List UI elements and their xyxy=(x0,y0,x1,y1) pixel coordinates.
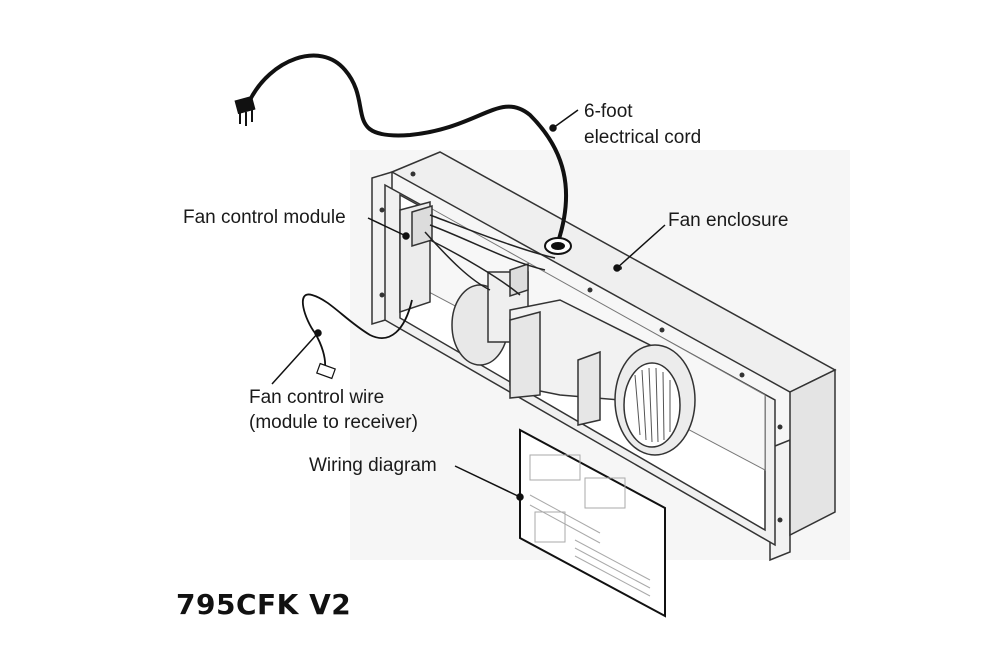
fan-control-module-label: Fan control module xyxy=(183,207,346,228)
fan-control-wire xyxy=(302,293,413,369)
electrical-cord xyxy=(248,53,569,244)
enclosure-side xyxy=(789,368,836,537)
leader-lines xyxy=(271,109,666,501)
blower-fan-icon xyxy=(451,262,696,456)
cord-label-line2: electrical cord xyxy=(584,127,702,148)
cord-grommet-icon xyxy=(544,237,572,255)
wiring-diagram-card xyxy=(519,428,666,618)
internal-wiring xyxy=(424,214,556,296)
cord-label-line1: 6-foot xyxy=(584,101,633,122)
wiring-diagram-label: Wiring diagram xyxy=(309,455,437,476)
connector-icon xyxy=(316,362,336,380)
plug-icon xyxy=(234,95,256,126)
fan-control-wire-label-line1: Fan control wire xyxy=(249,387,385,408)
fan-control-wire-label-line2: (module to receiver) xyxy=(249,412,418,433)
fan-control-module xyxy=(399,201,433,314)
fan-enclosure-label: Fan enclosure xyxy=(668,210,789,231)
model-number: 795CFK V2 xyxy=(176,588,352,621)
